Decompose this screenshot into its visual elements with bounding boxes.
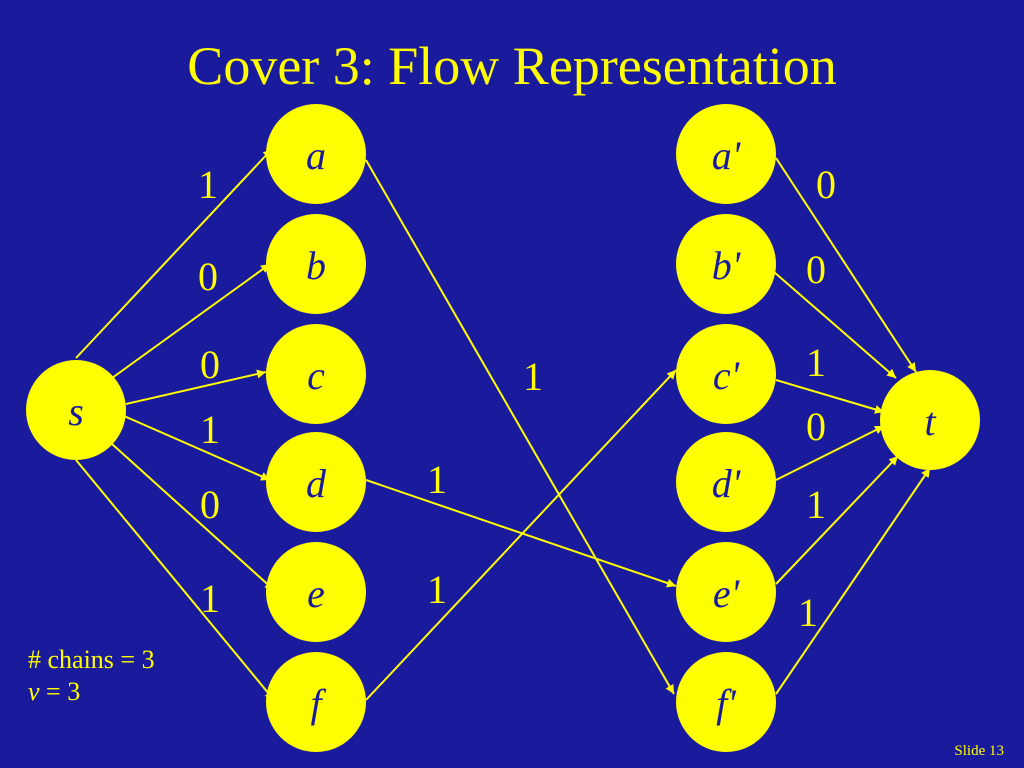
- flow-s-e: 0: [200, 482, 220, 527]
- edge-s-b: [111, 263, 271, 379]
- v-equals: = 3: [39, 677, 81, 706]
- flow-e-prime-t: 1: [806, 482, 826, 527]
- v-variable: v: [28, 677, 40, 706]
- label-d-prime: d': [712, 461, 742, 506]
- edge-f-c2: [365, 369, 677, 701]
- edge-e2-t: [775, 455, 899, 585]
- label-e-prime: e': [713, 571, 741, 616]
- node-c: [266, 324, 366, 424]
- node-e-prime: [676, 542, 776, 642]
- label-b: b: [306, 243, 326, 288]
- flow-f-c-prime: 1: [427, 567, 447, 612]
- edge-d-e2: [365, 479, 677, 588]
- label-c: c: [307, 353, 325, 398]
- node-a: [266, 104, 366, 204]
- edge-s-e: [111, 443, 275, 591]
- flow-b-prime-t: 0: [806, 247, 826, 292]
- flow-f-prime-t: 1: [798, 590, 818, 635]
- chains-count: # chains = 3: [28, 645, 155, 674]
- stats-block: # chains = 3 v = 3: [28, 644, 155, 708]
- edge-a2-t: [775, 157, 917, 373]
- node-d-prime: [676, 432, 776, 532]
- edge-c2-t: [775, 379, 885, 414]
- flow-a-f-prime: 1: [523, 354, 543, 399]
- label-a-prime: a': [712, 133, 742, 178]
- flow-s-d: 1: [200, 407, 220, 452]
- flow-d-e-prime: 1: [427, 457, 447, 502]
- label-a: a: [306, 133, 326, 178]
- edge-s-a: [75, 148, 273, 359]
- flow-s-b: 0: [198, 254, 218, 299]
- v-value: v = 3: [28, 676, 155, 708]
- flow-a-prime-t: 0: [816, 162, 836, 207]
- label-e: e: [307, 571, 325, 616]
- node-d: [266, 432, 366, 532]
- label-f-prime: f': [716, 681, 737, 726]
- label-d: d: [306, 461, 327, 506]
- node-f-prime: [676, 652, 776, 752]
- flow-c-prime-t: 1: [806, 340, 826, 385]
- edge-s-d: [123, 415, 271, 481]
- edge-d2-t: [775, 425, 885, 481]
- node-e: [266, 542, 366, 642]
- flow-s-a: 1: [198, 162, 218, 207]
- label-c-prime: c': [713, 353, 741, 398]
- node-b-prime: [676, 214, 776, 314]
- edge-s-c: [125, 369, 267, 405]
- flow-d-prime-t: 0: [806, 404, 826, 449]
- label-b-prime: b': [712, 243, 742, 288]
- node-s: [26, 360, 126, 460]
- edge-f2-t: [775, 467, 931, 695]
- flow-s-f: 1: [200, 576, 220, 621]
- node-c-prime: [676, 324, 776, 424]
- edge-b2-t: [773, 271, 897, 379]
- node-b: [266, 214, 366, 314]
- node-a-prime: [676, 104, 776, 204]
- label-s: s: [68, 389, 84, 434]
- slide-number: Slide 13: [954, 743, 1004, 759]
- node-t: [880, 370, 980, 470]
- edge-a-f2: [365, 159, 675, 695]
- slide-title: Cover 3: Flow Representation: [187, 36, 837, 96]
- flow-s-c: 0: [200, 342, 220, 387]
- node-f: [266, 652, 366, 752]
- label-t: t: [924, 399, 936, 444]
- edge-s-f: [75, 459, 275, 701]
